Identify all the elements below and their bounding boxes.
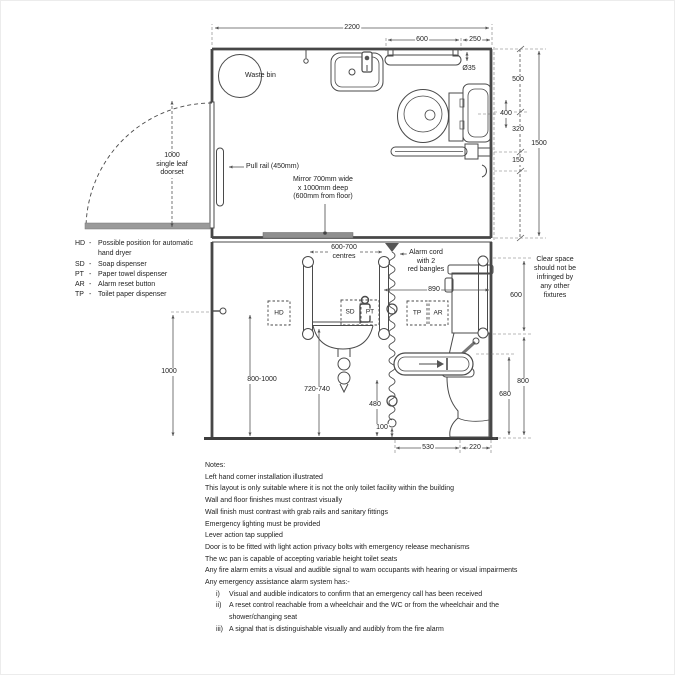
dim-800: 800 (516, 378, 530, 386)
clear-space-note: Clear space should not be infringed by a… (533, 256, 577, 299)
note-line: Lever action tap supplied (205, 532, 283, 540)
note-sub-item: iii)A signal that is distinguishable vis… (216, 625, 444, 633)
dim-wall-to-wc: 500 (511, 76, 525, 84)
legend-item: AR-Alarm reset button (75, 281, 156, 289)
dim-rail-length: 600 (415, 36, 429, 44)
hand-dryer-abbr: HD (274, 309, 284, 317)
note-line: Wall and floor finishes must contrast vi… (205, 497, 343, 505)
note-line: Any emergency assistance alarm system ha… (205, 579, 350, 587)
paper-towel-abbr: PT (365, 308, 375, 316)
door-label: 1000 single leaf doorset (155, 152, 189, 178)
note-line: The wc pan is capable of accepting varia… (205, 555, 398, 563)
note-line: This layout is only suitable where it is… (205, 485, 455, 493)
hinged-rail-plan (390, 143, 493, 178)
dim-890: 890 (427, 286, 441, 294)
door-swing-arc (85, 102, 213, 230)
note-line: Emergency lighting must be provided (205, 520, 321, 528)
dim-320: 320 (511, 126, 525, 134)
legend-item: SD-Soap dispenser (75, 260, 147, 268)
dim-total-depth: 1500 (530, 140, 548, 148)
elevation-view (171, 241, 531, 453)
note-sub-item: i)Visual and audible indicators to confi… (216, 590, 483, 598)
coat-hook-plan (303, 49, 309, 64)
rail-centres-label: 600-700 centres (330, 244, 358, 262)
note-line: Left hand corner installation illustrate… (205, 473, 323, 481)
soap-dispenser-abbr: SD (345, 308, 355, 316)
dim-480: 480 (368, 401, 382, 409)
basin-plan (330, 51, 384, 92)
grab-rail-plan (384, 48, 462, 66)
wc-elevation (441, 264, 494, 438)
dim-rail-to-wall: 250 (468, 36, 482, 44)
note-line: Door is to be fitted with light action p… (205, 543, 470, 551)
wc-plan (397, 83, 492, 143)
pull-rail-plan (216, 147, 224, 207)
note-sub-item: ii)A reset control reachable from a whee… (216, 602, 500, 622)
toilet-paper-abbr: TP (412, 309, 422, 317)
legend-item: HD-Possible position for automatic hand … (75, 240, 193, 258)
dim-720-740: 720-740 (303, 386, 331, 394)
alarm-cord-label: Alarm cord with 2 red bangles (406, 249, 446, 275)
door-open-leaf (84, 222, 211, 230)
notes-title: Notes: (205, 462, 226, 469)
plan-view (84, 24, 546, 242)
alarm-cord (385, 243, 409, 428)
alarm-reset-abbr: AR (433, 309, 443, 317)
cistern-side-rail (477, 255, 489, 339)
toilet-paper-box (406, 300, 428, 326)
installation-notes: Notes: Left hand corner installation ill… (205, 460, 540, 636)
note-line: Any fire alarm emits a visual and audibl… (205, 567, 518, 575)
pull-rail-label: Pull rail (450mm) (246, 163, 299, 170)
waste-bin-plan (218, 54, 262, 98)
dim-220: 220 (468, 444, 482, 452)
dim-100: 100 (375, 424, 389, 432)
dim-800-1000: 800-1000 (246, 376, 278, 384)
dim-wc-pan-width: 400 (499, 110, 513, 118)
dim-530: 530 (421, 444, 435, 452)
hinged-rail-elevation (393, 337, 480, 376)
alarm-reset-box (428, 300, 449, 326)
red-bangle-upper (386, 303, 398, 315)
door-handle-elevation (213, 307, 227, 315)
legend-item: TP-Toilet paper dispenser (75, 291, 167, 299)
dim-1000-handle: 1000 (160, 368, 178, 376)
vertical-grab-rails (302, 256, 390, 340)
mirror-label: Mirror 700mm wide x 1000mm deep (600mm f… (292, 176, 354, 202)
dim-600-clear: 600 (509, 292, 523, 300)
dim-rail-diameter: Ø35 (461, 65, 477, 73)
dim-150: 150 (511, 157, 525, 165)
abbreviation-legend: HD-Possible position for automatic hand … (75, 239, 193, 301)
note-line: Wall finish must contrast with grab rail… (205, 508, 388, 516)
basin-elevation (312, 295, 374, 394)
dim-680: 680 (498, 391, 512, 399)
hand-dryer-zone-box (267, 300, 291, 326)
waste-bin-label: Waste bin (245, 72, 276, 79)
dim-total-width: 2200 (343, 24, 361, 32)
legend-item: PT-Paper towel dispenser (75, 270, 168, 278)
mirror-plan (262, 204, 354, 239)
red-bangle-lower (386, 395, 398, 407)
